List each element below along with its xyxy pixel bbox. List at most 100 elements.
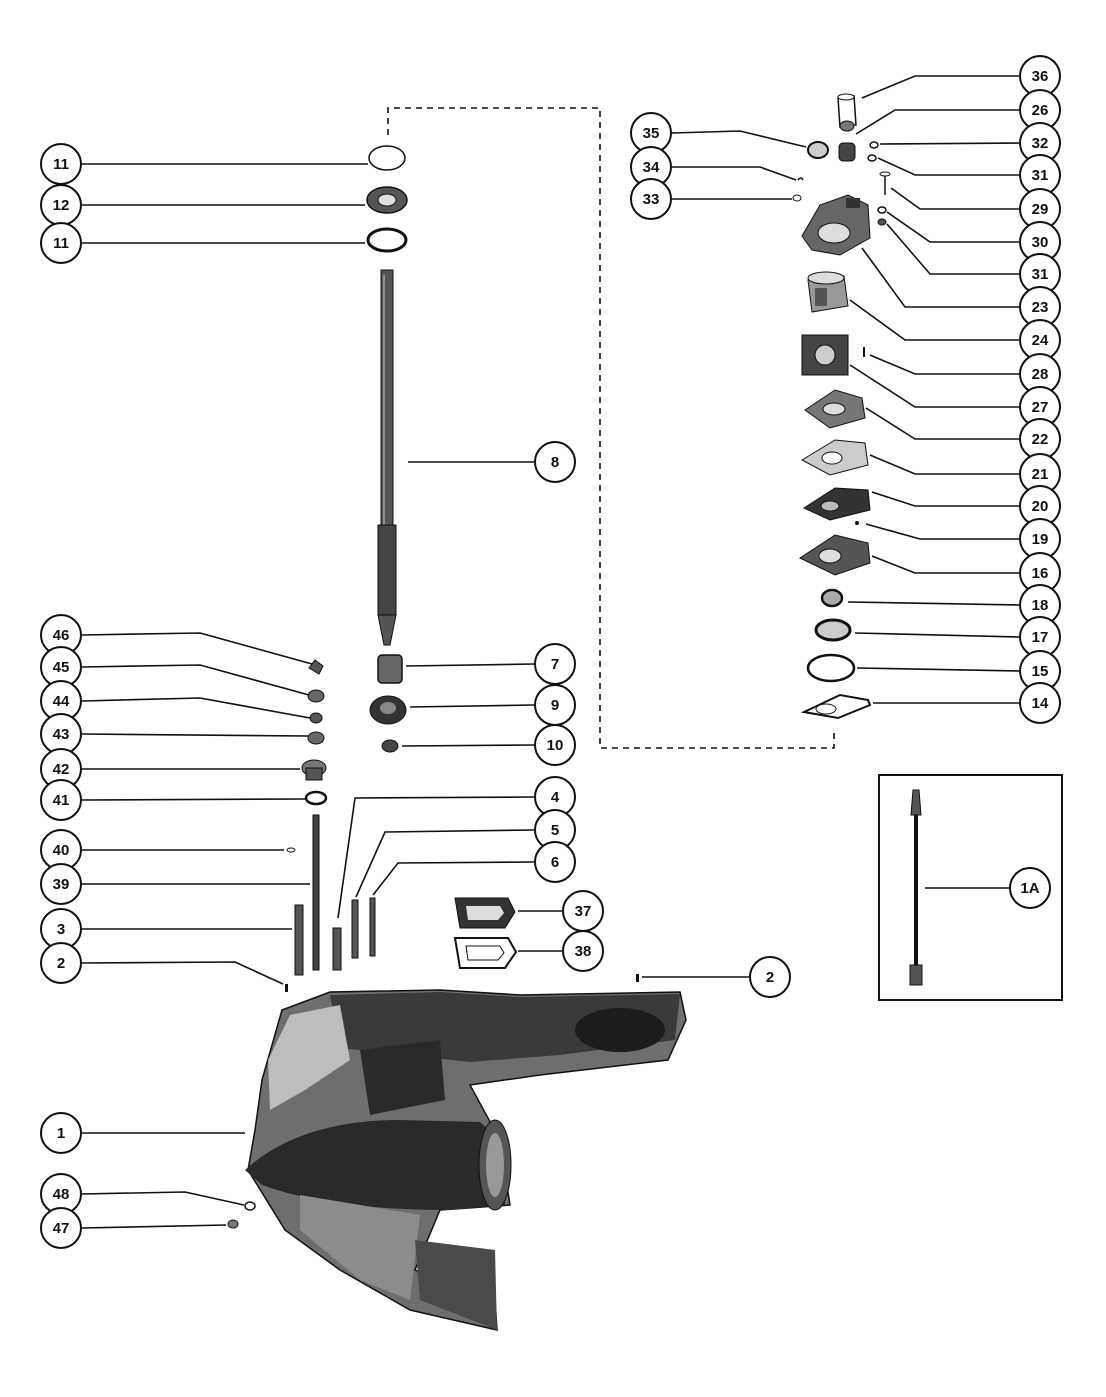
part-28-impeller (801, 334, 849, 376)
leader-line (886, 211, 1019, 243)
part-46-fitting (308, 659, 324, 675)
part-45-washer (307, 689, 325, 703)
callout-number: 43 (53, 726, 70, 743)
callout-number: 36 (1032, 68, 1049, 85)
callout-circle (630, 178, 672, 220)
callout-45: 45 (40, 646, 310, 696)
part-40-pin (286, 847, 296, 853)
leader-line (81, 733, 309, 737)
callout-layer: 1112118464544434241403932148477910456373… (40, 55, 1061, 1249)
callout-42: 42 (40, 748, 300, 790)
callout-number: 29 (1032, 201, 1049, 218)
callout-28: 28 (869, 353, 1061, 395)
part-35-seal (807, 141, 829, 159)
callout-11b: 11 (40, 222, 365, 264)
leader-line (856, 667, 1020, 672)
callout-32: 32 (879, 122, 1061, 164)
part-43-nut (307, 731, 325, 745)
callout-number: 48 (53, 1186, 70, 1203)
leader-line (854, 632, 1020, 638)
part-4-stud (332, 927, 342, 971)
part-41-o-ring (304, 790, 328, 806)
leader-line (877, 157, 1019, 176)
callout-8: 8 (408, 441, 576, 483)
part-15-o-ring (806, 653, 856, 683)
callout-number: 33 (643, 191, 660, 208)
callout-circle (40, 1112, 82, 1154)
callout-number: 8 (551, 454, 559, 471)
part-30-washer (877, 206, 887, 214)
leader-line (355, 829, 535, 898)
callout-40: 40 (40, 829, 284, 871)
callout-number: 24 (1032, 332, 1049, 349)
callout-number: 20 (1032, 498, 1049, 515)
callout-number: 41 (53, 792, 70, 809)
callout-number: 21 (1032, 466, 1049, 483)
callout-number: 26 (1032, 102, 1049, 119)
callout-circle (1009, 867, 1051, 909)
callout-44: 44 (40, 680, 311, 722)
callout-31b: 31 (886, 223, 1061, 295)
part-31-washer-bottom (877, 218, 887, 226)
callout-number: 11 (53, 156, 69, 173)
callout-33: 33 (630, 178, 792, 220)
part-9-pinion-gear (369, 695, 407, 725)
part-10-nut (381, 739, 399, 753)
callout-number: 15 (1032, 663, 1049, 680)
part-12-bearing (366, 186, 408, 214)
callout-number: 1A (1020, 880, 1039, 897)
callout-4: 4 (337, 776, 576, 919)
callout-number: 22 (1032, 431, 1049, 448)
callout-number: 18 (1032, 597, 1049, 614)
callout-number: 40 (53, 842, 70, 859)
callout-circle (40, 222, 82, 264)
leader-line (337, 796, 535, 919)
leader-line (401, 744, 535, 747)
part-33-o-ring (792, 194, 802, 202)
callout-2b: 2 (642, 956, 791, 998)
callout-43: 43 (40, 713, 309, 755)
callout-47: 47 (40, 1207, 227, 1249)
callout-number: 14 (1032, 695, 1049, 712)
callout-10: 10 (401, 724, 576, 766)
part-38-gasket (453, 937, 518, 969)
part-8-driveshaft (377, 269, 397, 646)
callout-number: 42 (53, 761, 70, 778)
leader-line (890, 187, 1019, 210)
callout-circle (1019, 682, 1061, 724)
callout-number: 30 (1032, 234, 1049, 251)
callout-41: 41 (40, 779, 306, 821)
part-21-face-plate (800, 439, 869, 476)
callout-2a: 2 (40, 942, 284, 985)
callout-46: 46 (40, 614, 313, 665)
leader-line (81, 1224, 227, 1229)
part-44-washer (309, 712, 323, 724)
leader-line (871, 555, 1019, 574)
callout-38: 38 (518, 930, 604, 972)
callout-number: 27 (1032, 399, 1049, 416)
part-39-shift-shaft (312, 814, 320, 971)
part-16-base-plate (798, 534, 871, 576)
part-3-stud (294, 904, 304, 976)
callout-number: 46 (53, 627, 70, 644)
leader-line (865, 407, 1019, 440)
callout-circle (40, 779, 82, 821)
part-1a-driveshaft-assembly (909, 789, 923, 986)
part-22-gasket (804, 389, 866, 429)
callout-37: 37 (518, 890, 604, 932)
callout-circle (40, 942, 82, 984)
callout-circle (40, 863, 82, 905)
callout-24: 24 (849, 299, 1061, 361)
callout-3: 3 (40, 908, 292, 950)
part-37-seal (454, 897, 516, 929)
callout-number: 5 (551, 822, 559, 839)
callout-number: 35 (643, 125, 660, 142)
part-48-washer (244, 1201, 256, 1211)
callout-number: 39 (53, 876, 70, 893)
callout-number: 3 (57, 921, 65, 938)
leader-line (405, 663, 535, 667)
leader-line (855, 109, 1019, 135)
water-pump-group-outline (387, 107, 835, 749)
part-20-gasket (802, 487, 871, 521)
callout-6: 6 (372, 841, 576, 896)
